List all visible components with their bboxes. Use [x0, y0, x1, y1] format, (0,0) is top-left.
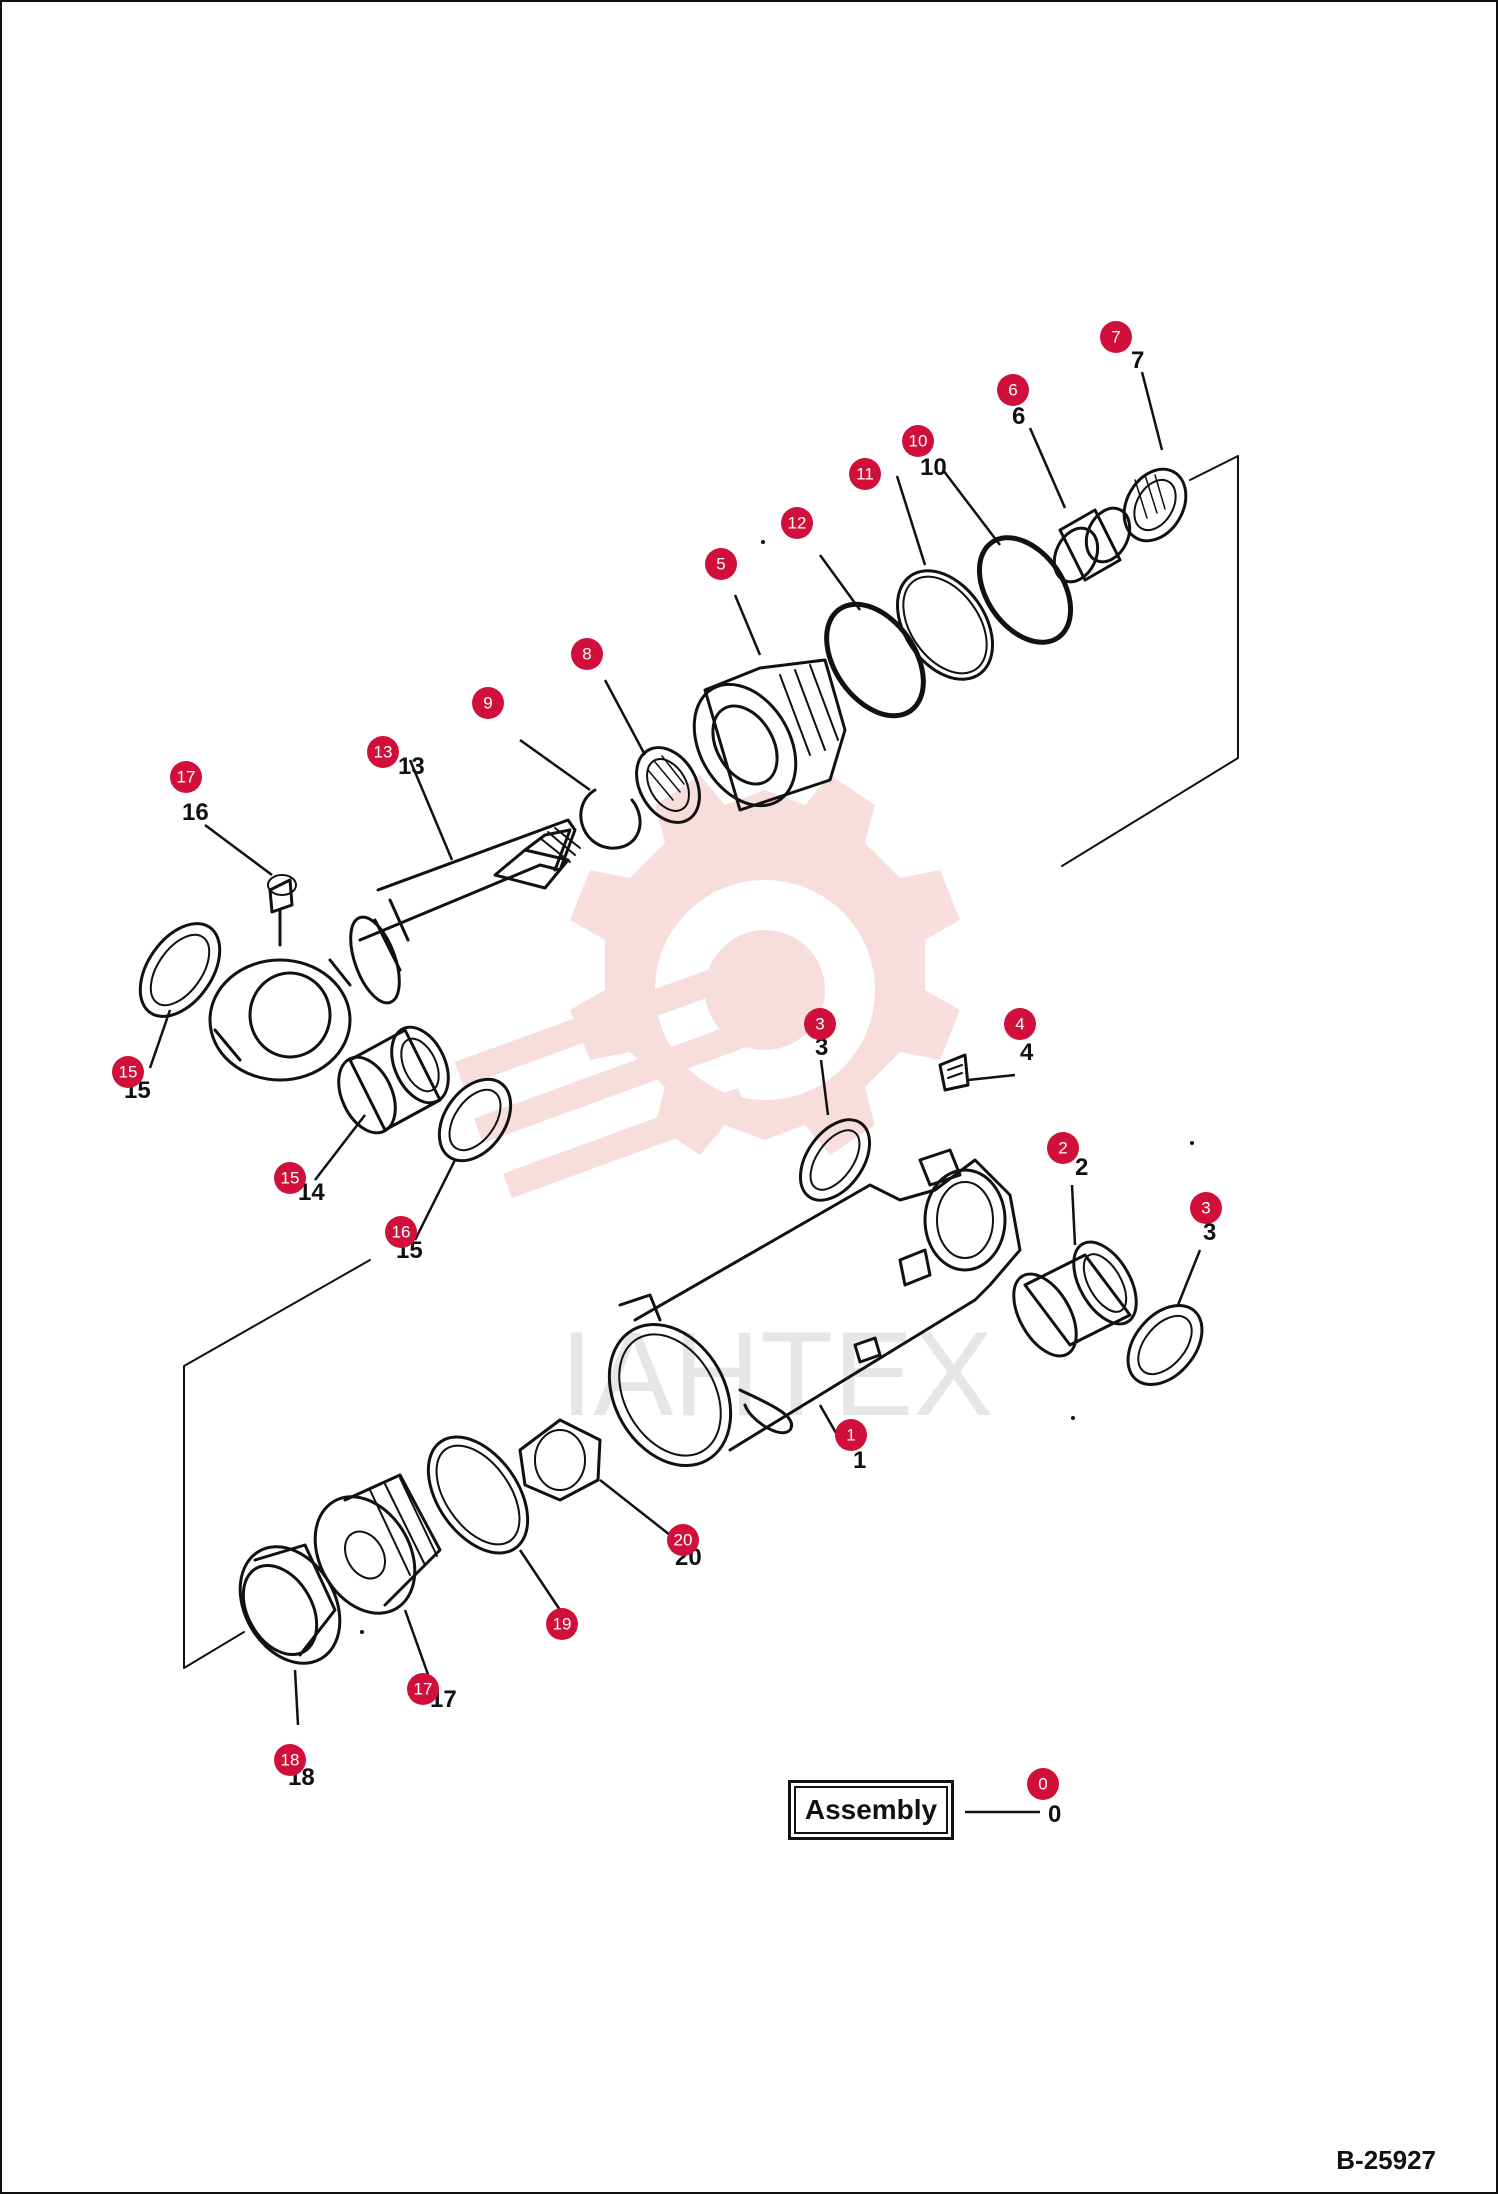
- part-number-13: 13: [398, 753, 425, 780]
- part-number-4: 4: [1020, 1039, 1034, 1066]
- part-14-bushing: [337, 1025, 450, 1135]
- svg-text:17: 17: [414, 1680, 433, 1699]
- callout-badge-3-right[interactable]: 3: [1190, 1192, 1222, 1224]
- svg-text:0: 0: [1038, 1775, 1047, 1794]
- callout-badge-6[interactable]: 6: [997, 374, 1029, 406]
- svg-text:19: 19: [553, 1615, 572, 1634]
- svg-text:3: 3: [1201, 1199, 1210, 1218]
- callout-badge-1[interactable]: 1: [835, 1419, 867, 1451]
- part-7-bushing: [1122, 467, 1188, 543]
- part-number-2: 2: [1075, 1154, 1088, 1181]
- svg-text:16: 16: [392, 1223, 411, 1242]
- part-18-ring: [238, 1543, 342, 1665]
- watermark-gear-logo: [454, 775, 960, 1198]
- part-9-snap-ring: [579, 788, 642, 850]
- leader-lines: [148, 371, 1202, 1814]
- bracket-upper: [1061, 455, 1239, 867]
- part-19-ring: [426, 1435, 530, 1555]
- callout-badge-10[interactable]: 10: [902, 425, 934, 457]
- drawing-specks: [360, 540, 1194, 1634]
- bracket-lower: [183, 1259, 371, 1669]
- part-3-ring-upper: [798, 1118, 872, 1202]
- part-1-cylinder-tube: [607, 1148, 1022, 1468]
- svg-text:11: 11: [856, 465, 874, 484]
- callout-badge-5[interactable]: 5: [705, 548, 737, 580]
- part-5-gland: [692, 658, 847, 812]
- part-20-nut: [518, 1418, 602, 1502]
- svg-text:13: 13: [374, 743, 393, 762]
- svg-text:18: 18: [281, 1751, 300, 1770]
- svg-text:8: 8: [582, 645, 591, 664]
- part-10-o-ring: [976, 535, 1074, 645]
- part-number-3-upper: 3: [815, 1034, 828, 1061]
- svg-text:6: 6: [1008, 381, 1017, 400]
- part-15-ring-upper: [138, 922, 222, 1018]
- svg-text:7: 7: [1111, 328, 1120, 347]
- part-number-0: 0: [1048, 1801, 1061, 1828]
- svg-text:3: 3: [815, 1015, 824, 1034]
- callout-badge-0[interactable]: 0: [1027, 1768, 1059, 1800]
- part-number-3-right: 3: [1203, 1219, 1216, 1246]
- callout-badge-16[interactable]: 17: [170, 761, 202, 793]
- part-17-piston: [313, 1473, 442, 1615]
- part-8-bushing: [635, 746, 701, 824]
- part-number-6: 6: [1012, 403, 1025, 430]
- callout-badge-12[interactable]: 12: [781, 507, 813, 539]
- part-12-o-ring: [824, 601, 926, 719]
- part-number-16: 16: [182, 799, 209, 826]
- part-number-7: 7: [1131, 347, 1144, 374]
- svg-text:15: 15: [119, 1063, 138, 1082]
- part-number-1: 1: [853, 1447, 866, 1474]
- svg-text:15: 15: [281, 1169, 300, 1188]
- callout-badge-13[interactable]: 13: [367, 736, 399, 768]
- callout-badge-18[interactable]: 18: [274, 1744, 306, 1776]
- callout-badge-20[interactable]: 20: [667, 1524, 699, 1556]
- svg-text:5: 5: [716, 555, 725, 574]
- part-number-10: 10: [920, 454, 947, 481]
- svg-text:12: 12: [788, 514, 807, 533]
- part-15-ring-lower: [437, 1077, 513, 1163]
- callout-badge-15-lower[interactable]: 16: [385, 1216, 417, 1248]
- svg-text:4: 4: [1015, 1015, 1024, 1034]
- callout-badge-3-upper[interactable]: 3: [804, 1008, 836, 1040]
- part-13-rod: [208, 818, 581, 1082]
- assembly-button[interactable]: Assembly: [788, 1780, 954, 1840]
- svg-text:10: 10: [909, 432, 928, 451]
- callout-badge-8[interactable]: 8: [571, 638, 603, 670]
- callout-badge-9[interactable]: 9: [472, 687, 504, 719]
- svg-text:20: 20: [674, 1531, 693, 1550]
- callout-badge-4[interactable]: 4: [1004, 1008, 1036, 1040]
- page-code: B-25927: [1336, 2145, 1436, 2175]
- svg-text:17: 17: [177, 768, 196, 787]
- callout-badge-19[interactable]: 19: [546, 1608, 578, 1640]
- part-3-ring-right: [1126, 1304, 1204, 1386]
- callout-badge-7[interactable]: 7: [1100, 321, 1132, 353]
- callout-badge-17[interactable]: 17: [407, 1673, 439, 1705]
- callout-badge-14[interactable]: 15: [274, 1162, 306, 1194]
- part-16-grease-fitting: [267, 874, 297, 947]
- svg-text:2: 2: [1058, 1139, 1067, 1158]
- callout-badge-2[interactable]: 2: [1047, 1132, 1079, 1164]
- part-2-bushing: [1012, 1240, 1138, 1358]
- part-4-grease-fitting: [938, 1053, 970, 1092]
- svg-text:1: 1: [846, 1426, 855, 1445]
- callout-badge-15-upper[interactable]: 15: [112, 1056, 144, 1088]
- svg-text:9: 9: [483, 694, 492, 713]
- callout-badge-11[interactable]: 11: [849, 458, 881, 490]
